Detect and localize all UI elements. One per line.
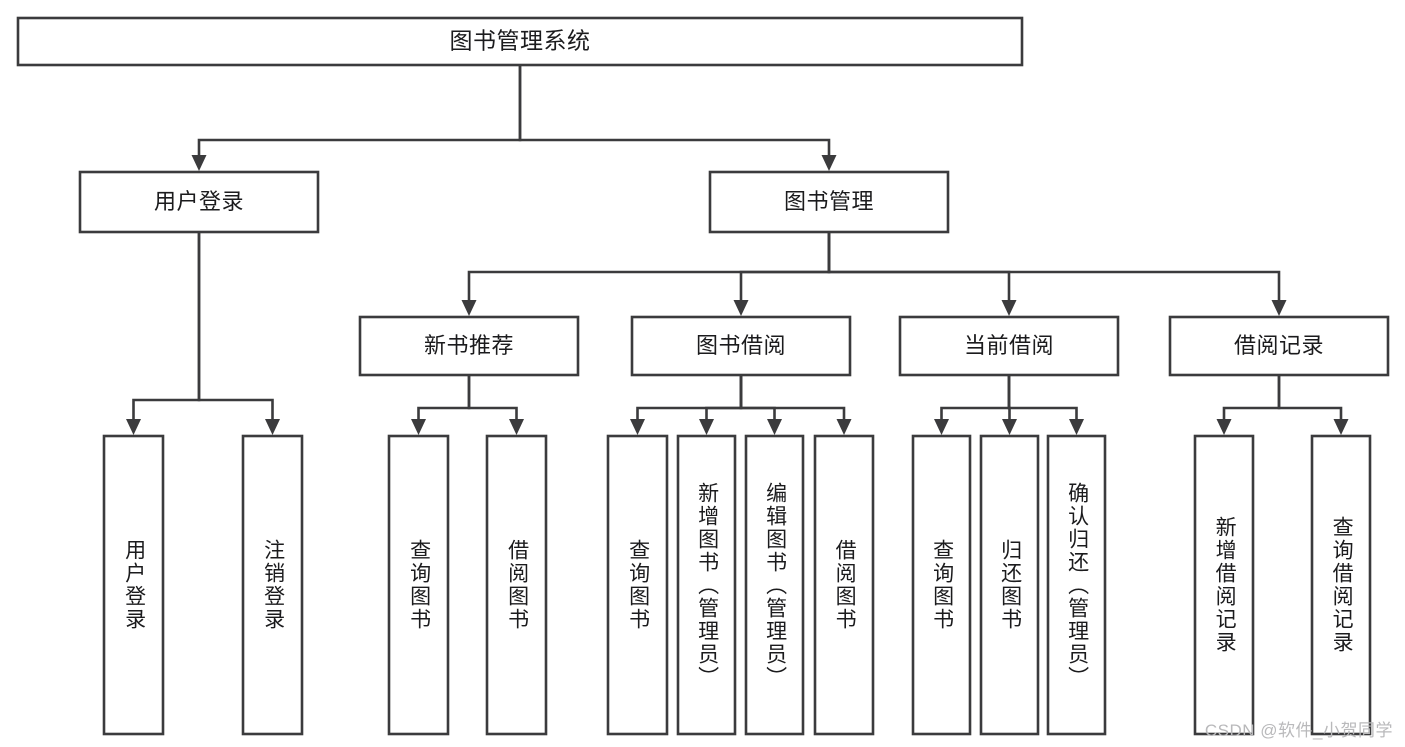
arrow-head-current-3 [1069, 419, 1084, 435]
connector-bookmgmt-to-current [827, 232, 1011, 300]
node-box-login-2[interactable] [241, 434, 304, 736]
connector-current-to-current-1 [940, 375, 1011, 419]
node-label-root: 图书管理系统 [450, 28, 591, 54]
arrow-head-borrow [733, 300, 749, 316]
arrow-head-record-2 [1333, 419, 1349, 435]
node-box-newbook-1[interactable] [387, 434, 450, 736]
node-box-current[interactable] [898, 315, 1120, 377]
node-box-record-2[interactable] [1310, 434, 1372, 736]
connector-bookmgmt-to-record [827, 232, 1281, 300]
arrow-head-current-2 [1002, 419, 1017, 435]
connector-current-to-current-3 [1007, 375, 1078, 419]
arrow-head-borrow-3 [767, 419, 782, 435]
connector-newbook-to-newbook-1 [417, 375, 471, 419]
node-box-newbook[interactable] [358, 315, 580, 377]
node-box-root[interactable] [16, 16, 1024, 67]
arrow-head-current-1 [934, 419, 949, 435]
arrow-head-current [1001, 300, 1017, 316]
node-label-current: 当前借阅 [964, 333, 1054, 358]
node-box-borrow-4[interactable] [813, 434, 875, 736]
node-box-login-1[interactable] [102, 434, 165, 736]
node-box-bookmgmt[interactable] [708, 170, 950, 234]
node-box-borrow-3[interactable] [744, 434, 805, 736]
connector-borrow-to-borrow-4 [739, 375, 846, 419]
node-box-borrow-2[interactable] [676, 434, 737, 736]
arrow-head-bookmgmt [821, 155, 837, 171]
connector-record-to-record-2 [1277, 375, 1343, 419]
connector-borrow-to-borrow-2 [705, 375, 743, 419]
connectors-group [126, 65, 1349, 435]
connector-login-to-login-1 [132, 232, 201, 419]
connector-borrow-to-borrow-3 [739, 375, 776, 419]
node-box-borrow-1[interactable] [606, 434, 669, 736]
connector-root-to-login [197, 65, 522, 155]
arrow-head-record-1 [1216, 419, 1232, 435]
arrow-head-record [1271, 300, 1287, 316]
node-box-borrow[interactable] [630, 315, 852, 377]
node-box-current-1[interactable] [911, 434, 972, 736]
arrow-head-login [191, 155, 207, 171]
arrow-head-newbook-2 [509, 419, 524, 435]
connector-root-to-bookmgmt [518, 65, 831, 155]
node-label-borrow: 图书借阅 [696, 333, 786, 358]
node-label-login: 用户登录 [154, 189, 244, 214]
arrow-head-newbook-1 [411, 419, 426, 435]
arrow-head-borrow-4 [836, 419, 852, 435]
arrow-head-borrow-2 [699, 419, 714, 435]
arrow-head-newbook [461, 300, 477, 316]
node-box-current-3[interactable] [1046, 434, 1107, 736]
node-box-current-2[interactable] [979, 434, 1040, 736]
connector-login-to-login-2 [197, 232, 274, 419]
csdn-watermark: CSDN @软件_小贺同学 [1204, 721, 1393, 740]
connector-newbook-to-newbook-2 [467, 375, 518, 419]
node-label-record: 借阅记录 [1234, 333, 1324, 358]
connector-record-to-record-1 [1222, 375, 1281, 419]
node-box-record[interactable] [1168, 315, 1390, 377]
node-label-bookmgmt: 图书管理 [784, 189, 874, 214]
node-box-login[interactable] [78, 170, 320, 234]
connector-borrow-to-borrow-1 [636, 375, 743, 419]
node-box-newbook-2[interactable] [485, 434, 548, 736]
arrow-head-borrow-1 [630, 419, 645, 435]
connector-bookmgmt-to-borrow [739, 232, 831, 300]
connector-bookmgmt-to-newbook [467, 232, 831, 300]
node-box-record-1[interactable] [1193, 434, 1255, 736]
node-label-newbook: 新书推荐 [424, 333, 514, 358]
arrow-head-login-1 [126, 419, 141, 435]
arrow-head-login-2 [265, 419, 280, 435]
